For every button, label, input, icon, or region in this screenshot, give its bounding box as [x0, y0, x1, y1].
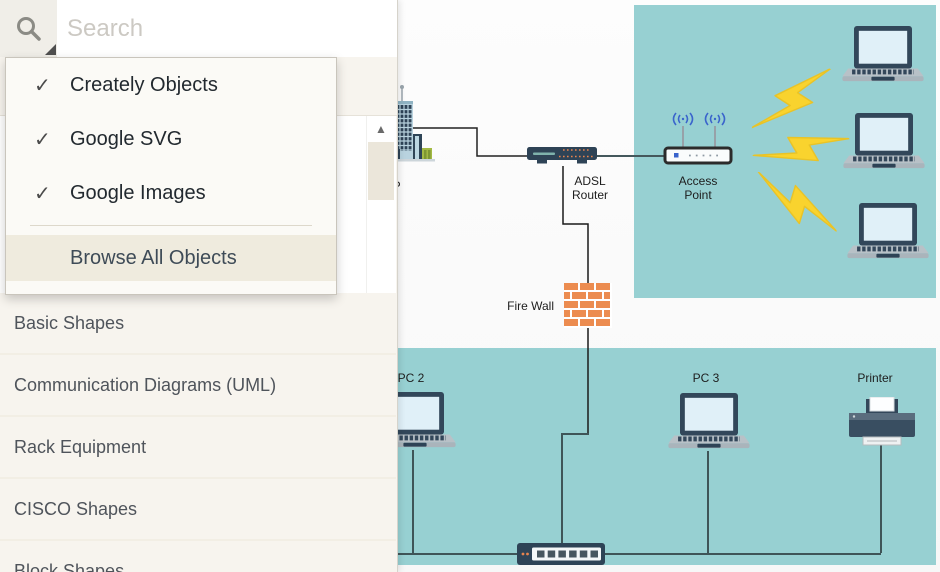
search-input[interactable]: [57, 0, 397, 57]
label-firewall[interactable]: Fire Wall: [507, 299, 554, 313]
search-source-dropdown: ✓ Creately Objects ✓ Google SVG ✓ Google…: [5, 57, 337, 295]
scrollbar-thumb[interactable]: [368, 142, 394, 200]
label-printer[interactable]: Printer: [857, 371, 893, 385]
category-label: Block Shapes: [14, 560, 125, 572]
label-pc2[interactable]: PC 2: [397, 371, 425, 385]
isp-building-icon[interactable]: [389, 84, 449, 168]
scroll-up-button[interactable]: ▲: [375, 122, 387, 136]
printer-icon[interactable]: [849, 397, 915, 447]
laptop-icon[interactable]: [841, 113, 927, 171]
check-icon: ✓: [34, 182, 51, 205]
category-communication-diagrams-uml[interactable]: Communication Diagrams (UML): [0, 355, 396, 417]
category-list: Basic Shapes Communication Diagrams (UML…: [0, 293, 396, 572]
laptop-icon[interactable]: [845, 203, 931, 261]
check-icon: ✓: [34, 74, 51, 97]
category-basic-shapes[interactable]: Basic Shapes: [0, 293, 396, 355]
dropdown-item-label: Creately Objects: [70, 73, 218, 96]
wireless-signal-bolt[interactable]: [753, 172, 840, 234]
category-rack-equipment[interactable]: Rack Equipment: [0, 417, 396, 479]
laptop-icon[interactable]: [840, 26, 926, 84]
label-pc3[interactable]: PC 3: [692, 371, 720, 385]
category-label: Rack Equipment: [14, 436, 147, 457]
label-access-point[interactable]: Access Point: [678, 174, 718, 203]
category-label: Communication Diagrams (UML): [14, 374, 277, 395]
dropdown-corner-icon: [45, 44, 56, 55]
laptop-icon[interactable]: [666, 393, 752, 451]
browse-all-objects-button[interactable]: Browse All Objects: [6, 235, 336, 281]
dropdown-divider: [30, 225, 312, 226]
dropdown-item-google-images[interactable]: ✓ Google Images: [6, 166, 336, 220]
category-cisco-shapes[interactable]: CISCO Shapes: [0, 479, 396, 541]
category-label: CISCO Shapes: [14, 498, 138, 519]
scrollbar[interactable]: ▲: [366, 116, 395, 293]
network-switch-icon[interactable]: [517, 543, 605, 567]
search-bar: [0, 0, 397, 58]
firewall-icon[interactable]: [564, 283, 612, 328]
label-adsl-router[interactable]: ADSL Router: [571, 174, 609, 203]
adsl-router-icon[interactable]: [527, 144, 597, 166]
category-label: Basic Shapes: [14, 312, 125, 333]
dropdown-item-label: Google SVG: [70, 127, 183, 150]
search-source-button[interactable]: [0, 0, 57, 57]
check-icon: ✓: [34, 128, 51, 151]
access-point-icon[interactable]: [663, 110, 733, 166]
dropdown-item-label: Google Images: [70, 181, 206, 204]
dropdown-item-creately-objects[interactable]: ✓ Creately Objects: [6, 58, 336, 112]
dropdown-item-google-svg[interactable]: ✓ Google SVG: [6, 112, 336, 166]
search-icon: [17, 17, 41, 41]
category-block-shapes[interactable]: Block Shapes: [0, 541, 396, 572]
